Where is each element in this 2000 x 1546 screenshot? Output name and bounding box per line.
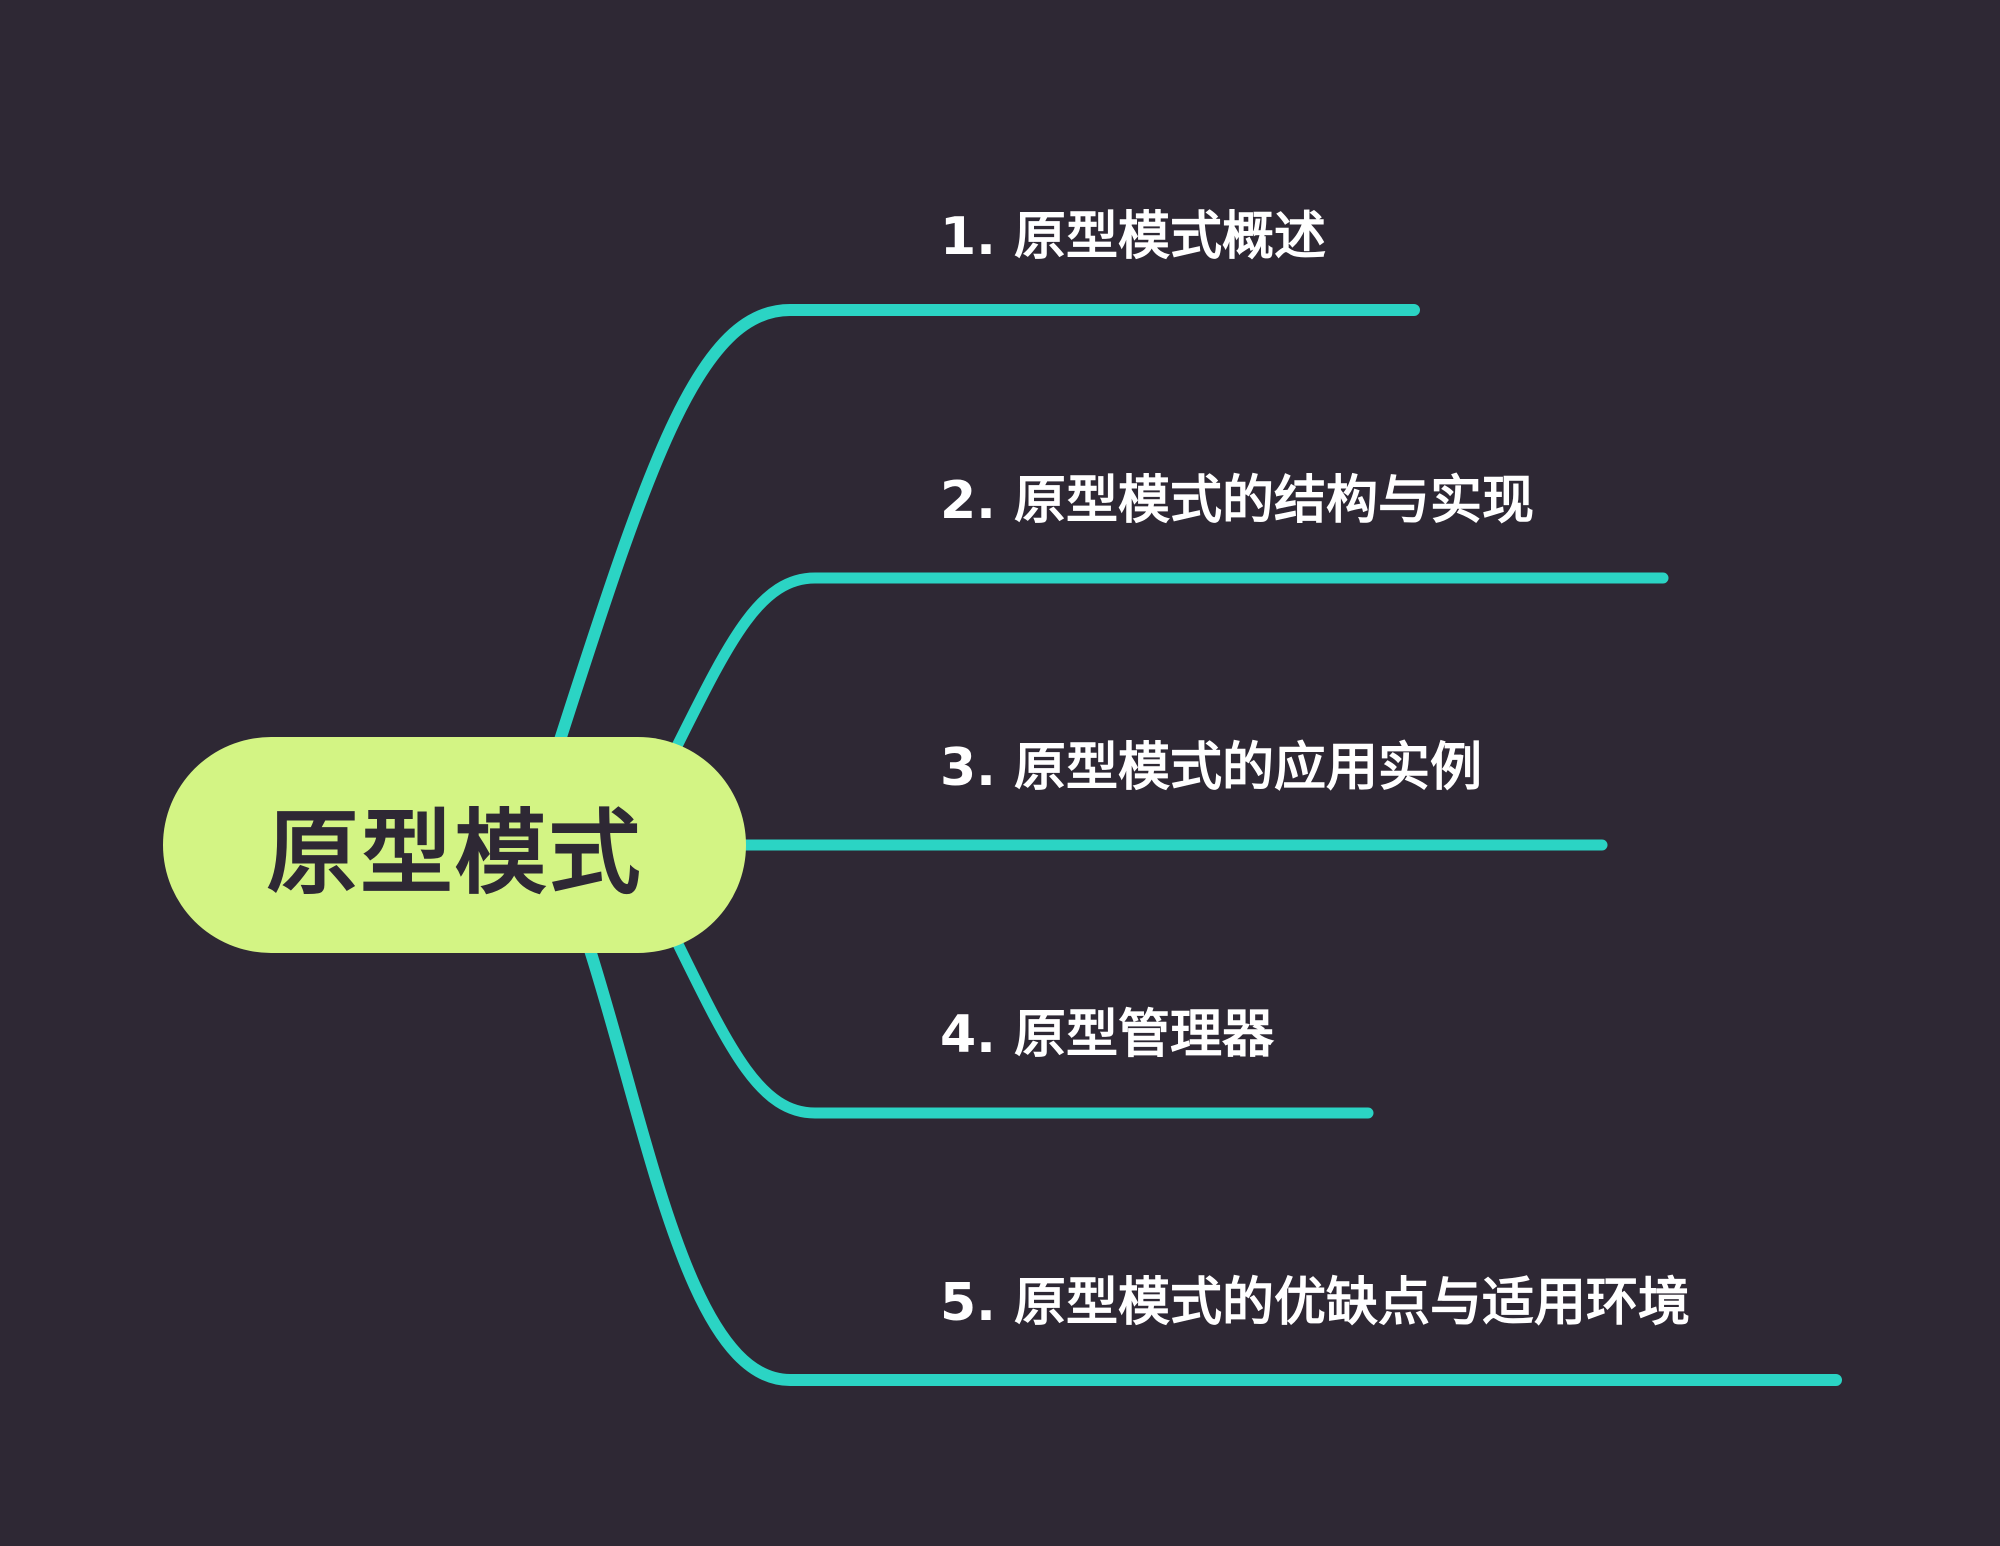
branch-node-5[interactable]: 5. 原型模式的优缺点与适用环境	[940, 1273, 1691, 1333]
connector-branch-5	[584, 944, 1842, 1386]
root-label: 原型模式	[266, 799, 643, 907]
branch-node-4[interactable]: 4. 原型管理器	[940, 1005, 1275, 1065]
branch-node-1[interactable]: 1. 原型模式概述	[940, 207, 1327, 267]
connector-branch-2	[670, 572, 1669, 754]
root-node[interactable]: 原型模式	[163, 737, 746, 953]
connector-branch-4	[670, 934, 1374, 1119]
branch-node-3[interactable]: 3. 原型模式的应用实例	[940, 738, 1483, 798]
branch-node-2[interactable]: 2. 原型模式的结构与实现	[940, 471, 1535, 531]
connector-branch-1	[554, 304, 1420, 746]
